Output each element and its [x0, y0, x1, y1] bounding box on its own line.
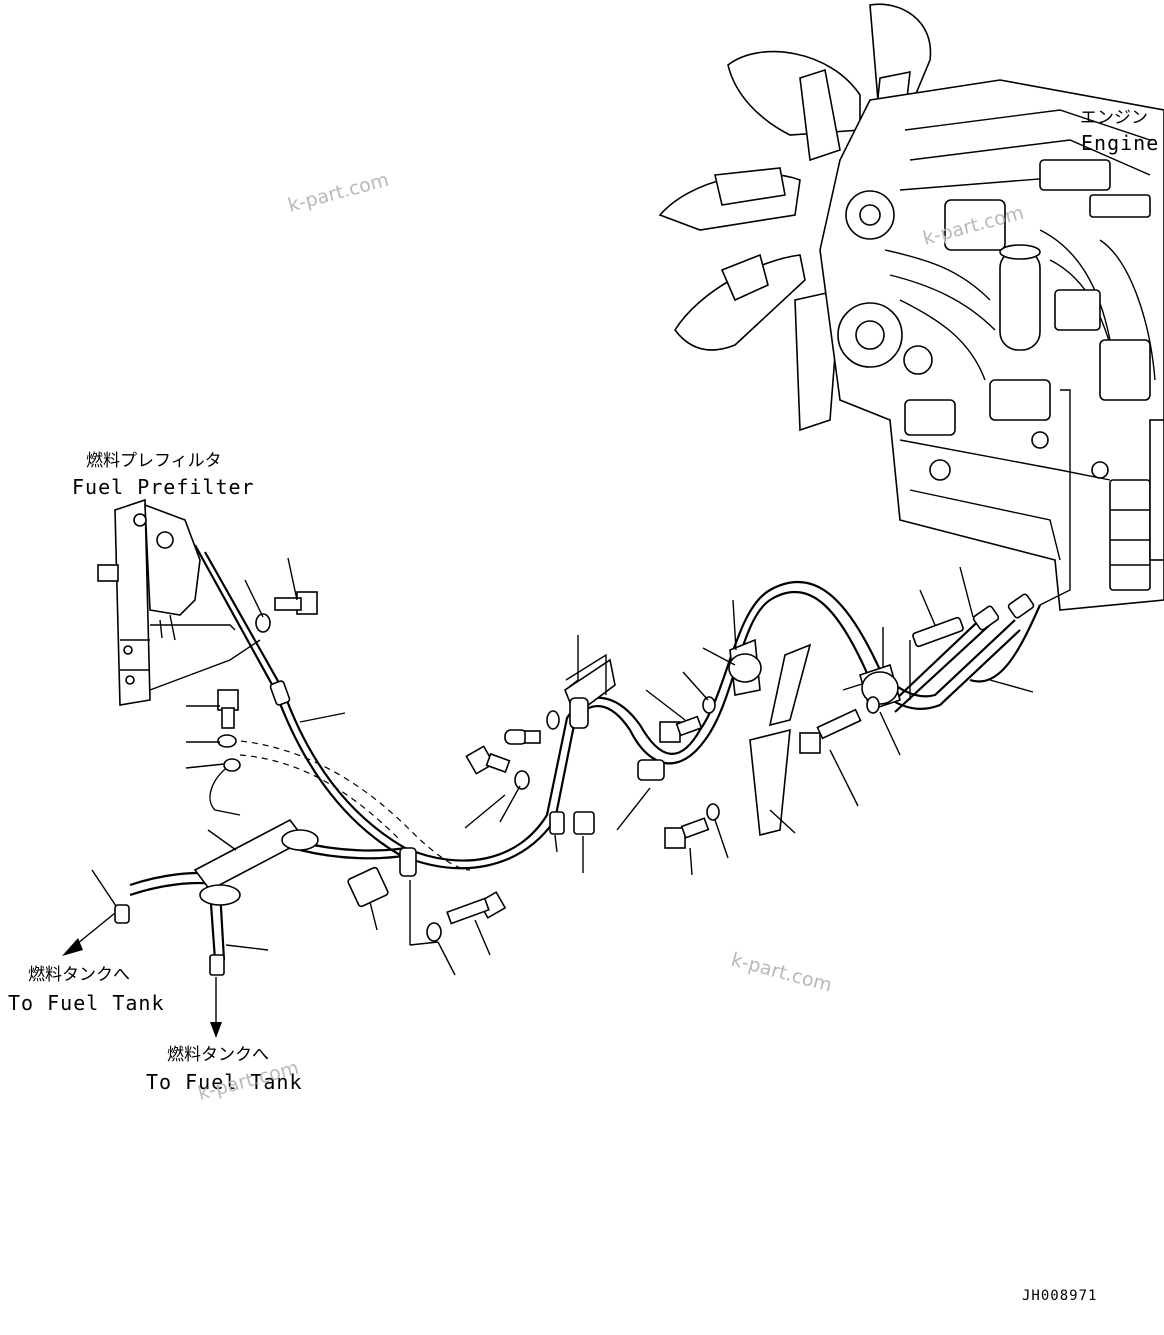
washer [223, 758, 241, 772]
bolt [799, 708, 862, 754]
washer [255, 613, 271, 633]
washer [546, 710, 560, 730]
watermark: k-part.com [729, 949, 835, 997]
prefilter-label-jp: 燃料プレフィルタ [86, 451, 222, 471]
fuel-tank-label-1-en: To Fuel Tank [8, 991, 165, 1015]
hardware-parts [114, 591, 1035, 976]
fuel-lines [129, 544, 1042, 961]
engine-label-en: Engine [1081, 131, 1159, 155]
washer [426, 922, 442, 942]
washer [866, 696, 880, 714]
washer [217, 734, 237, 748]
washer [702, 696, 716, 714]
fuel-tank-label-2-en: To Fuel Tank [146, 1070, 303, 1094]
leader-lines [91, 557, 1034, 976]
bolt [664, 817, 710, 849]
drawing-code: JH008971 [1022, 1288, 1097, 1304]
bolt [659, 715, 703, 743]
bolt [217, 689, 239, 729]
bolt [446, 891, 507, 925]
fuel-tank-label-1-jp: 燃料タンクへ [28, 965, 130, 985]
bolt [504, 729, 541, 745]
engine-illustration [658, 3, 1164, 611]
fuel-tank-label-2-jp: 燃料タンクへ [167, 1045, 269, 1065]
washer [706, 803, 720, 821]
watermark: k-part.com [286, 169, 392, 217]
engine-label-jp: エンジン [1080, 108, 1148, 128]
fuel-prefilter-illustration [97, 498, 261, 706]
bolt [274, 591, 318, 615]
flow-arrows [62, 912, 222, 1038]
prefilter-label-en: Fuel Prefilter [72, 475, 255, 499]
bolt [465, 745, 511, 775]
washer [514, 770, 530, 790]
